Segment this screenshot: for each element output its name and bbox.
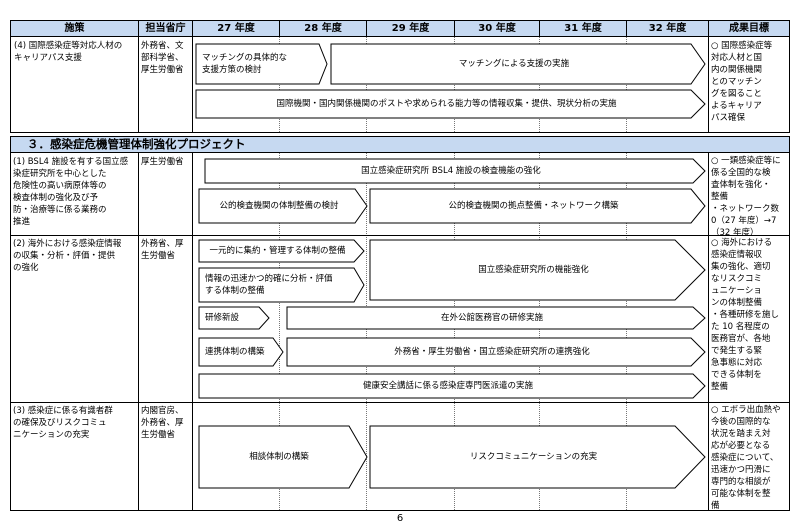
header-year-29: 29 年度	[366, 20, 454, 37]
row1-goal: ○ 一類感染症等に 係る全国的な検 査体制を強化・ 整備 ・ネットワーク数 0（…	[711, 156, 781, 238]
header-year-31: 31 年度	[539, 20, 626, 37]
row2-arrow-cooperation-build: 連携体制の構築	[198, 337, 284, 367]
row2-arrow-analysis: 情報の迅速かつ的確に分析・評価 する体制の整備	[198, 267, 365, 303]
row2-arrow-health-lecture: 健康安全講話に係る感染症専門医派遣の実施	[198, 373, 706, 399]
row4-arrow-matching-support: マッチングによる支援の実施	[330, 43, 706, 85]
header-year-28: 28 年度	[279, 20, 366, 37]
row4-goal: ○ 国際感染症等 対応人材と国 内の関係機関 とのマッチン グを図ること よるキ…	[711, 41, 773, 123]
row3-arrow-consultation: 相談体制の構築	[198, 425, 368, 489]
row1-arrow-inspection-review: 公的検査機関の体制整備の検討	[198, 188, 368, 224]
row2-arrow-niid-function: 国立感染症研究所の機能強化	[369, 239, 706, 301]
section-title: ３．感染症危機管理体制強化プロジェクト	[10, 136, 790, 153]
row4-ministry: 外務省、文 部科学省、 厚生労働省	[141, 41, 184, 75]
row2-measure: (2) 海外における感染症情報 の収集・分析・評価・提供 の強化	[13, 239, 122, 273]
row2-arrow-cooperation-strengthen: 外務省・厚生労働省・国立感染症研究所の連携強化	[286, 337, 706, 367]
row4-measure: (4) 国際感染症等対応人材の キャリアパス支援	[14, 41, 123, 63]
row2-arrow-training-implementation: 在外公館医務官の研修実施	[286, 306, 706, 330]
header-ministry: 担当省庁	[138, 20, 192, 37]
row3-arrow-risk-communication: リスクコミュニケーションの充実	[369, 425, 706, 489]
page-number: 6	[396, 513, 404, 524]
header-year-32: 32 年度	[626, 20, 708, 37]
row3-measure: (3) 感染症に係る有識者群 の確保及びリスクコミュ ニケーションの充実	[13, 406, 113, 440]
row4-arrow-info-collection: 国際機関・国内関係機関のポストや求められる能力等の情報収集・提供、現状分析の実施	[195, 89, 706, 119]
row1-ministry: 厚生労働省	[141, 157, 184, 167]
row1-arrow-network: 公的検査機関の拠点整備・ネットワーク構築	[369, 188, 706, 224]
row3-ministry: 内閣官房、 外務省、厚 生労働省	[141, 406, 184, 440]
row4-arrow-matching-plan: マッチングの具体的な 支援方策の検討	[195, 43, 328, 85]
row2-goal: ○ 海外における 感染症情報収 集の強化、適切 なリスクコミ ュニケーショ ンの…	[711, 238, 780, 392]
header-year-27: 27 年度	[192, 20, 279, 37]
row2-ministry: 外務省、厚 生労働省	[141, 239, 184, 261]
header-year-30: 30 年度	[454, 20, 539, 37]
row1-measure: (1) BSL4 施設を有する国立感 染症研究所を中心とした 危険性の高い病原体…	[13, 157, 129, 227]
row3-goal: ○ エボラ出血熱や 今後の国際的な 状況を踏まえ対 応が必要となる 感染症につい…	[711, 405, 781, 511]
row2-arrow-new-training: 研修新設	[198, 306, 270, 330]
header-goal: 成果目標	[708, 20, 790, 37]
row2-arrow-centralize: 一元的に集約・管理する体制の整備	[198, 239, 365, 263]
header-measure: 施策	[10, 20, 138, 37]
row1-arrow-bsl4: 国立感染症研究所 BSL4 施設の検査機能の強化	[204, 158, 706, 184]
